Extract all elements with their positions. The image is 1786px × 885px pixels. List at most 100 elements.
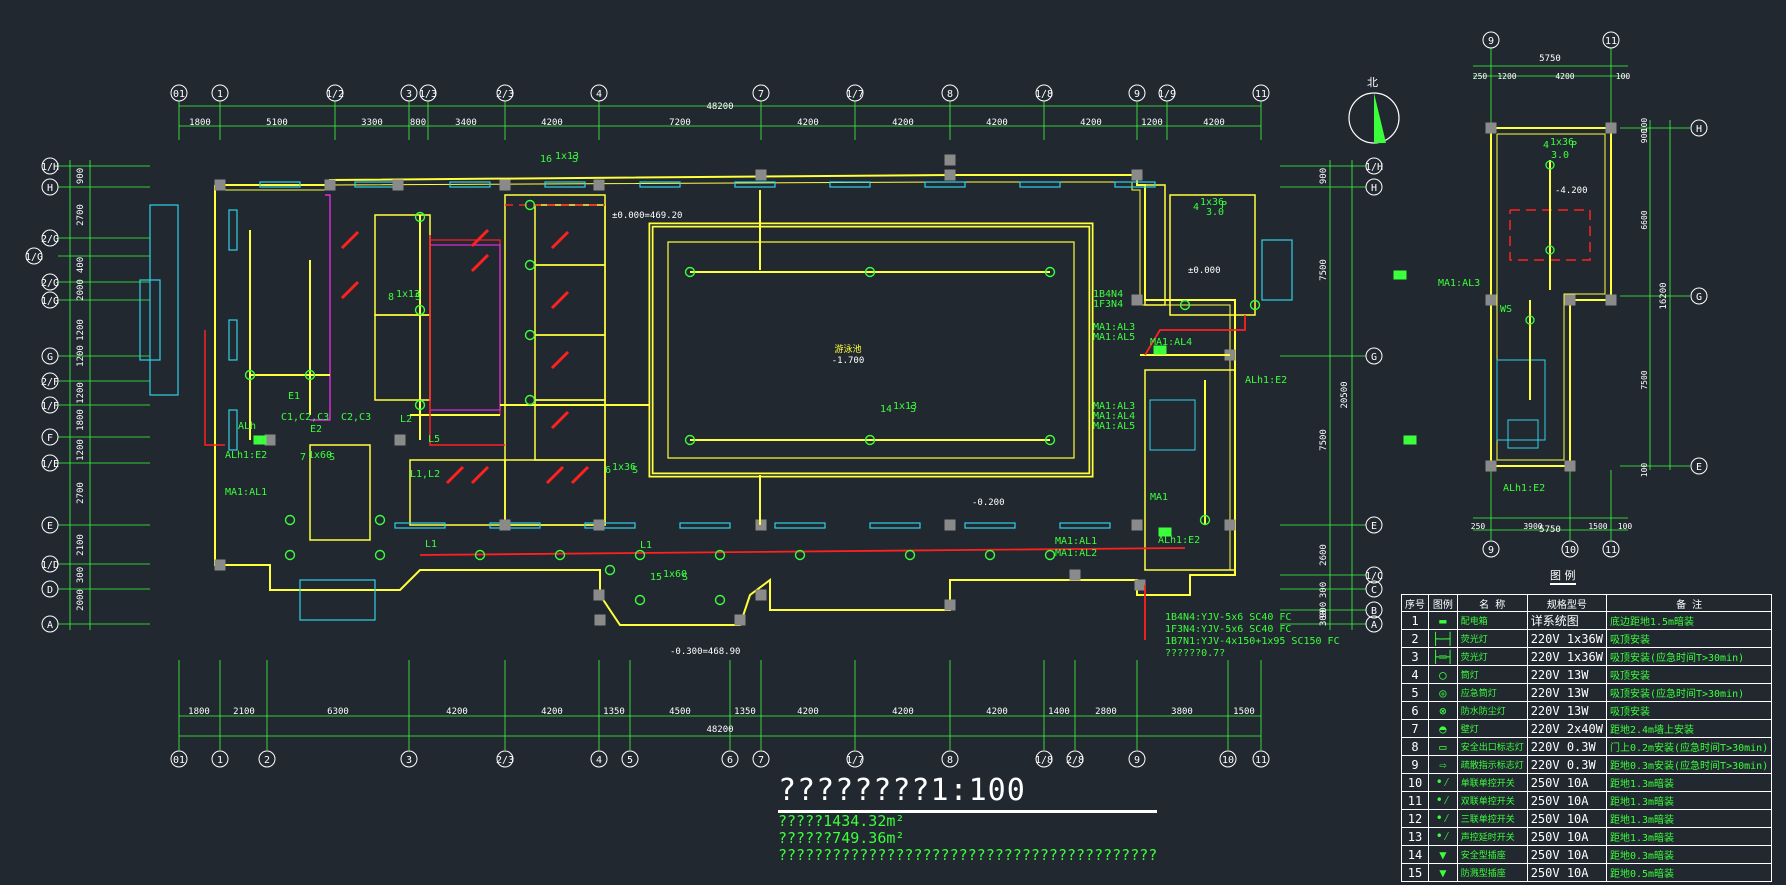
- dim-seg-top: 7200: [669, 118, 691, 128]
- room-c: [429, 239, 501, 416]
- axis-bubble-bottom: 6: [727, 755, 733, 766]
- axis-bubble-left: H: [47, 183, 53, 194]
- legend-cell-no: 9: [1401, 755, 1429, 774]
- structural-column: [214, 179, 226, 191]
- legend-cell-note: 吸顶安装: [1605, 665, 1773, 684]
- axis-bubble-top: 1/2: [326, 89, 344, 100]
- axis-bubble-left-circle: [41, 273, 59, 291]
- fluorescent-fixture-icon: [550, 410, 570, 430]
- legend-cell-note: 吸顶安装(应急时间T>30min): [1605, 683, 1773, 702]
- axis-bubble-right: 1/C: [1365, 571, 1383, 582]
- legend-cell-name: 配电箱: [1456, 611, 1528, 630]
- pool-outer: [648, 222, 1094, 478]
- feeder-label: 1B4N4:YJV-5x6 SC40 FC: [1165, 612, 1291, 623]
- room-b: [374, 314, 431, 401]
- panel-label: MA1:AL3: [1093, 322, 1135, 333]
- room-a: [374, 214, 431, 316]
- legend-cell-no: 2: [1401, 629, 1429, 648]
- legend-cell-note: 距地1.3m暗装: [1605, 827, 1773, 846]
- sub-column: [1605, 294, 1617, 306]
- legend-cell-no: 3: [1401, 647, 1429, 666]
- fluorescent-fixture-icon: [340, 280, 360, 300]
- axis-bubble-bottom-circle: [1219, 750, 1237, 768]
- legend-cell-note: 距地0.3m暗装: [1605, 845, 1773, 864]
- axis-bubble-bottom-circle: [258, 750, 276, 768]
- legend-cell-no: 14: [1401, 845, 1429, 864]
- legend-cell-sym: •⁄: [1428, 791, 1458, 810]
- panel-label: ALh1:E2: [225, 450, 267, 461]
- sub-lamp-count: 4: [1543, 140, 1549, 151]
- light-fixture-icon: [1249, 299, 1261, 311]
- room-h: [534, 399, 606, 461]
- axis-bubble-bottom: 1: [217, 755, 223, 766]
- legend-cell-sym: •⁄: [1428, 773, 1458, 792]
- sub-dim-total-bottom: 5750: [1539, 525, 1561, 535]
- legend-cell-no: 7: [1401, 719, 1429, 738]
- legend-cell-sym: ⊗: [1428, 701, 1458, 720]
- axis-bubble-left: F: [47, 433, 53, 444]
- sub-axis-bubble-bottom-circle: [1561, 540, 1579, 558]
- light-fixture-icon: [284, 514, 296, 526]
- light-fixture-icon: [414, 304, 426, 316]
- legend-cell-name: 荧光灯: [1456, 629, 1528, 648]
- window-north: [1114, 181, 1156, 188]
- pool-outer-core: [650, 224, 1092, 476]
- legend-cell-spec: 220V 13W: [1526, 701, 1607, 720]
- dim-total-bottom: 48200: [706, 725, 733, 735]
- axis-bubble-left: G: [47, 352, 53, 363]
- window-south: [869, 522, 921, 529]
- legend-cell-name: 应急筒灯: [1456, 683, 1528, 702]
- structural-column: [594, 614, 606, 626]
- sub-panel-label: ALh1:E2: [1503, 483, 1545, 494]
- structural-column: [1131, 294, 1143, 306]
- window-north: [639, 181, 681, 188]
- axis-bubble-top-circle: [1128, 84, 1146, 102]
- structural-column: [734, 614, 746, 626]
- axis-bubble-bottom-circle: [721, 750, 739, 768]
- fluorescent-fixture-icon: [470, 253, 490, 273]
- legend-cell-sym: ├═┤: [1428, 647, 1458, 666]
- fluorescent-fixture-icon: [470, 228, 490, 248]
- dim-seg-left: 400: [76, 257, 86, 273]
- axis-bubble-bottom: 4: [596, 755, 602, 766]
- fluorescent-fixture-icon: [445, 465, 465, 485]
- dim-seg-left: 1200: [76, 319, 86, 341]
- axis-bubble-bottom-circle: [1128, 750, 1146, 768]
- light-fixture-icon: [984, 549, 996, 561]
- axis-bubble-top-circle: [211, 84, 229, 102]
- axis-bubble-bottom-circle: [496, 750, 514, 768]
- axis-bubble-bottom: 3: [406, 755, 412, 766]
- axis-bubble-bottom: 11: [1255, 755, 1267, 766]
- sub-column: [1605, 122, 1617, 134]
- panel-label: C1,C2,C3: [281, 412, 329, 423]
- lamp-spec: 1x60: [308, 450, 332, 461]
- south-steps: [299, 579, 376, 621]
- light-fixture-icon: [474, 549, 486, 561]
- sub-dim-seg-bottom: 250: [1471, 522, 1486, 531]
- panel-label: L2: [400, 414, 412, 425]
- legend-cell-note: 吸顶安装: [1605, 629, 1773, 648]
- panel-label: C2,C3: [341, 412, 371, 423]
- sub-dim-seg-top: 1200: [1497, 72, 1516, 81]
- dim-total-top: 48200: [706, 102, 733, 112]
- sub-lamp-height: 3.0: [1551, 150, 1569, 161]
- light-fixture-icon: [864, 434, 876, 446]
- legend-cell-name: 安全型插座: [1456, 845, 1528, 864]
- fluorescent-fixture-icon: [470, 465, 490, 485]
- lamp-tag: S: [415, 292, 421, 303]
- axis-bubble-left-circle: [41, 555, 59, 573]
- panel-label: MA1:AL5: [1093, 421, 1135, 432]
- legend-cell-no: 12: [1401, 809, 1429, 828]
- window-north: [544, 181, 586, 188]
- lamp-count: 6: [605, 465, 611, 476]
- legend-cell-name: 荧光灯: [1456, 647, 1528, 666]
- axis-bubble-top-circle: [170, 84, 188, 102]
